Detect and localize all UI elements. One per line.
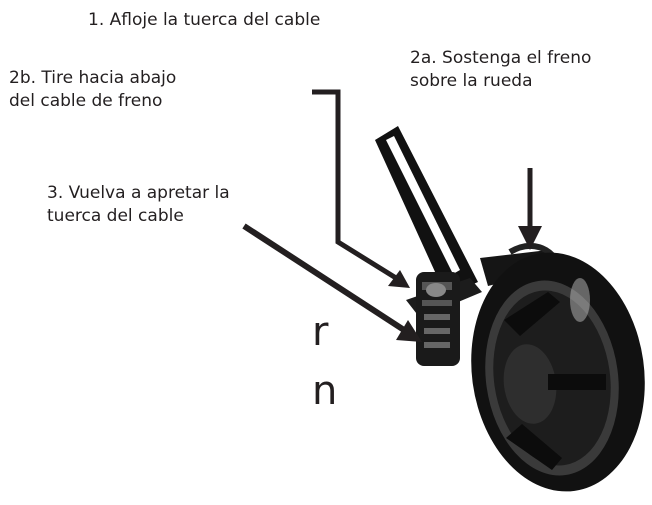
cut-off-text-line2: n — [312, 368, 338, 414]
label-step2a: 2a. Sostenga el freno sobre la rueda — [410, 48, 592, 91]
leader-line-step1 — [312, 89, 410, 288]
arrow-step3 — [242, 223, 422, 342]
label-step3: 3. Vuelva a apretar la tuerca del cable — [47, 183, 230, 226]
wheel — [471, 252, 645, 492]
label-step1: 1. Afloje la tuerca del cable — [88, 10, 321, 30]
cut-off-text-line1: r — [312, 309, 329, 355]
label-step2b: 2b. Tire hacia abajo del cable de freno — [9, 68, 177, 111]
arrow-step2a — [518, 168, 542, 250]
